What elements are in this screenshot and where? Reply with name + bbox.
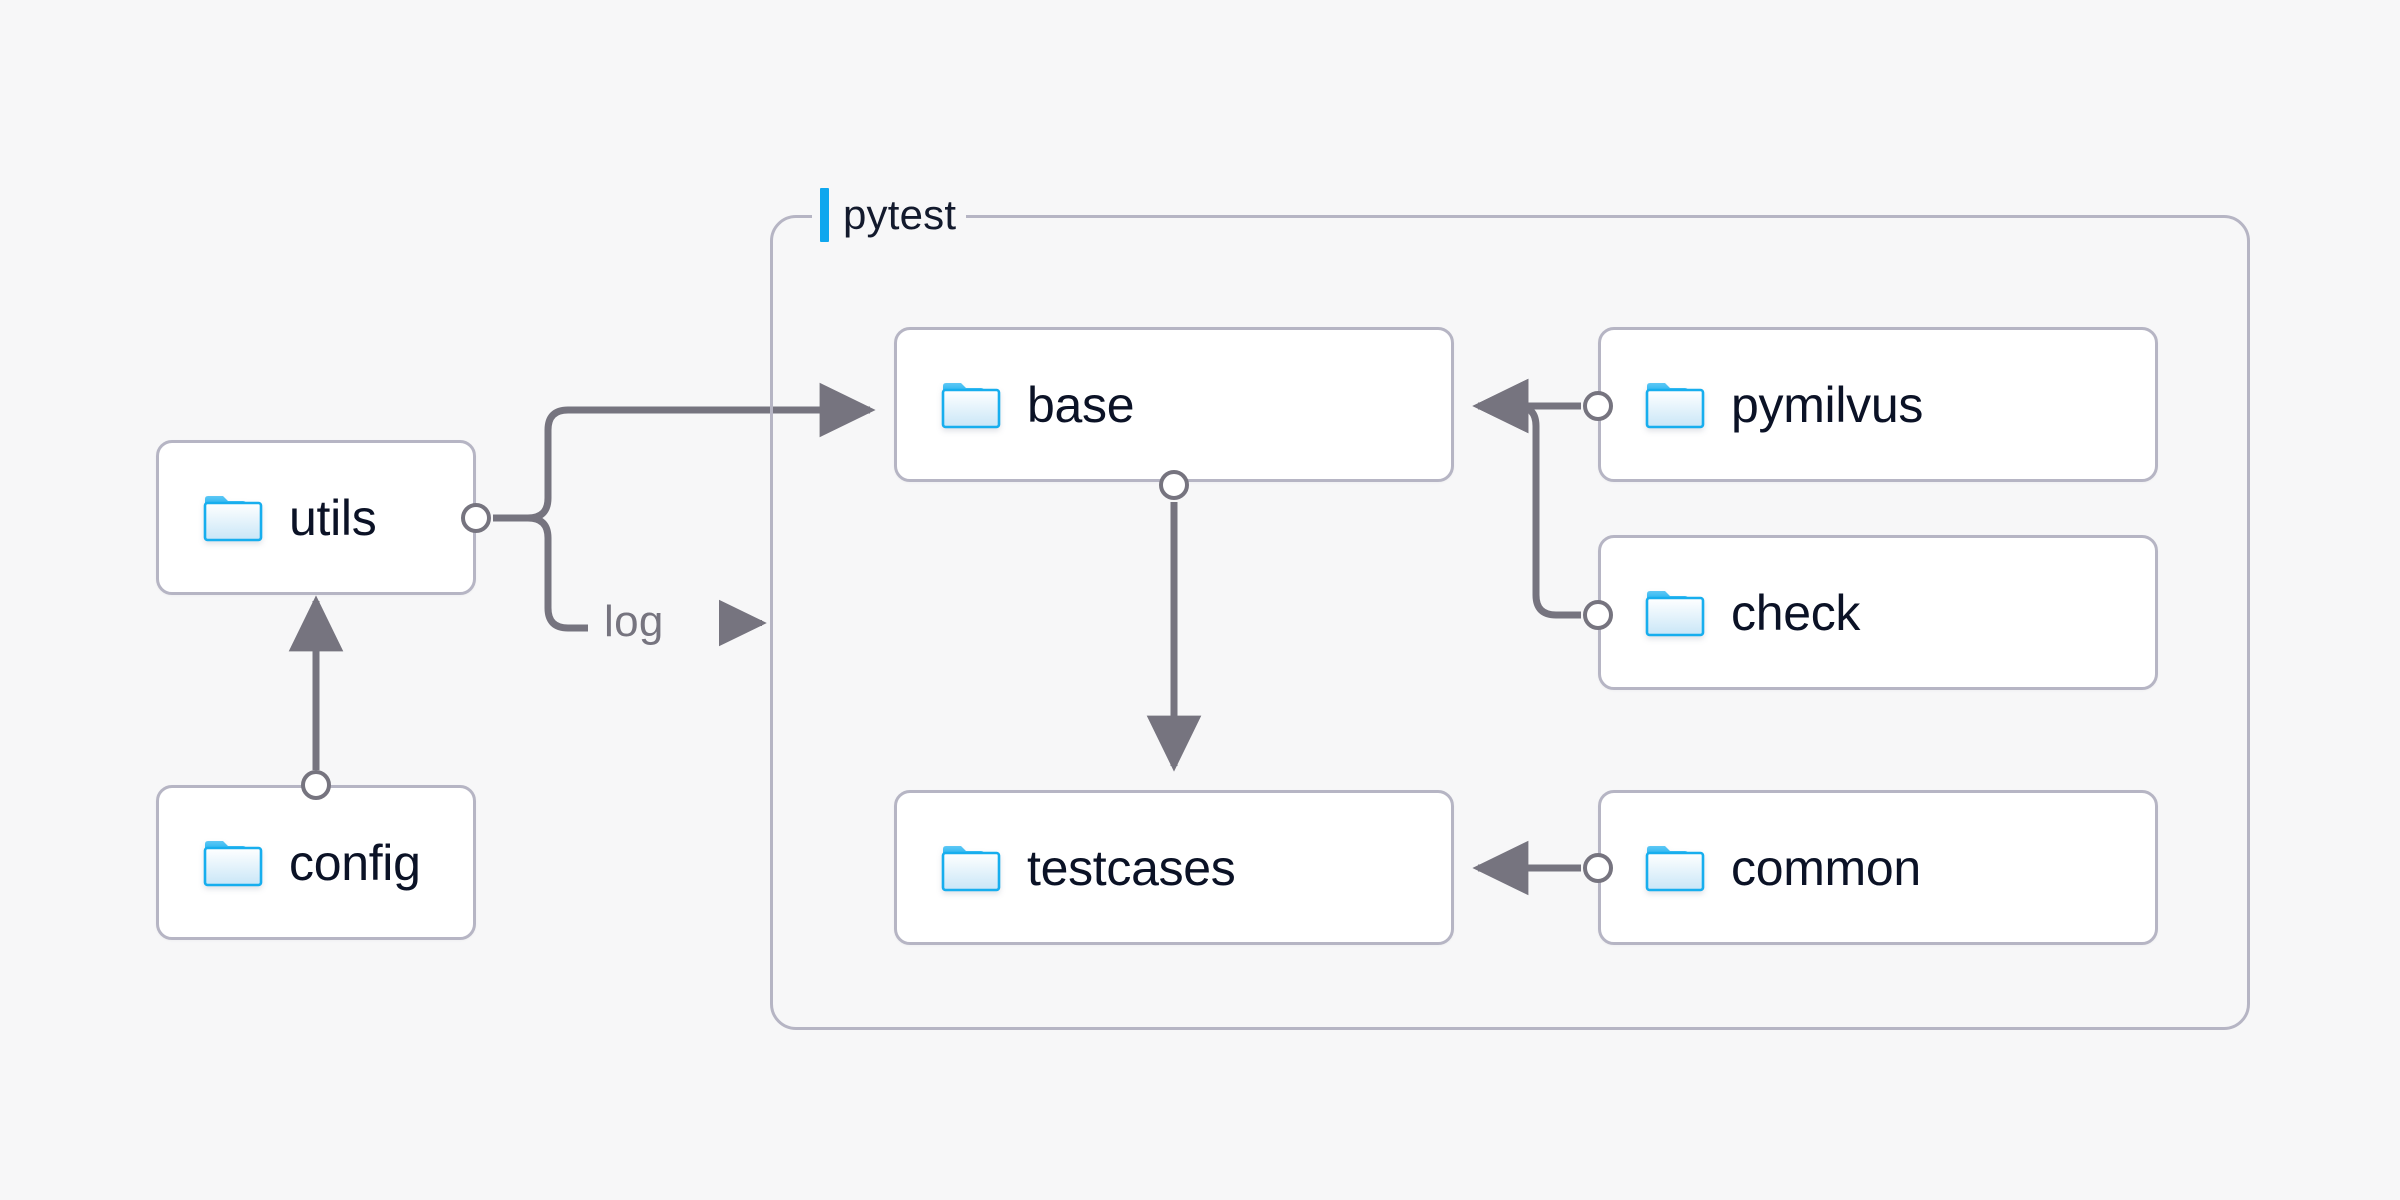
port-pymilvus-left[interactable] bbox=[1583, 391, 1613, 421]
node-label-config: config bbox=[289, 834, 421, 891]
node-common[interactable]: common bbox=[1598, 790, 2158, 945]
node-label-base: base bbox=[1027, 376, 1135, 433]
node-check[interactable]: check bbox=[1598, 535, 2158, 690]
port-base-bottom[interactable] bbox=[1159, 470, 1189, 500]
port-utils-right[interactable] bbox=[461, 503, 491, 533]
port-check-left[interactable] bbox=[1583, 600, 1613, 630]
node-utils[interactable]: utils bbox=[156, 440, 476, 595]
folder-icon bbox=[1645, 382, 1705, 428]
group-label-pytest: pytest bbox=[812, 182, 967, 248]
folder-icon bbox=[1645, 590, 1705, 636]
folder-icon bbox=[203, 495, 263, 541]
node-base[interactable]: base bbox=[894, 327, 1454, 482]
node-pymilvus[interactable]: pymilvus bbox=[1598, 327, 2158, 482]
group-container-pytest[interactable] bbox=[770, 215, 2250, 1030]
edge-label-log: log bbox=[604, 597, 664, 646]
node-config[interactable]: config bbox=[156, 785, 476, 940]
edge-utils-log bbox=[527, 514, 588, 632]
node-label-testcases: testcases bbox=[1027, 839, 1236, 896]
node-label-check: check bbox=[1731, 584, 1861, 641]
node-label-pymilvus: pymilvus bbox=[1731, 376, 1924, 433]
port-config-top[interactable] bbox=[301, 770, 331, 800]
node-testcases[interactable]: testcases bbox=[894, 790, 1454, 945]
group-accent-bar bbox=[820, 188, 829, 242]
folder-icon bbox=[1645, 845, 1705, 891]
node-label-utils: utils bbox=[289, 489, 377, 546]
group-label-text: pytest bbox=[843, 191, 957, 238]
port-common-left[interactable] bbox=[1583, 853, 1613, 883]
folder-icon bbox=[941, 382, 1001, 428]
folder-icon bbox=[941, 845, 1001, 891]
folder-icon bbox=[203, 840, 263, 886]
node-label-common: common bbox=[1731, 839, 1921, 896]
